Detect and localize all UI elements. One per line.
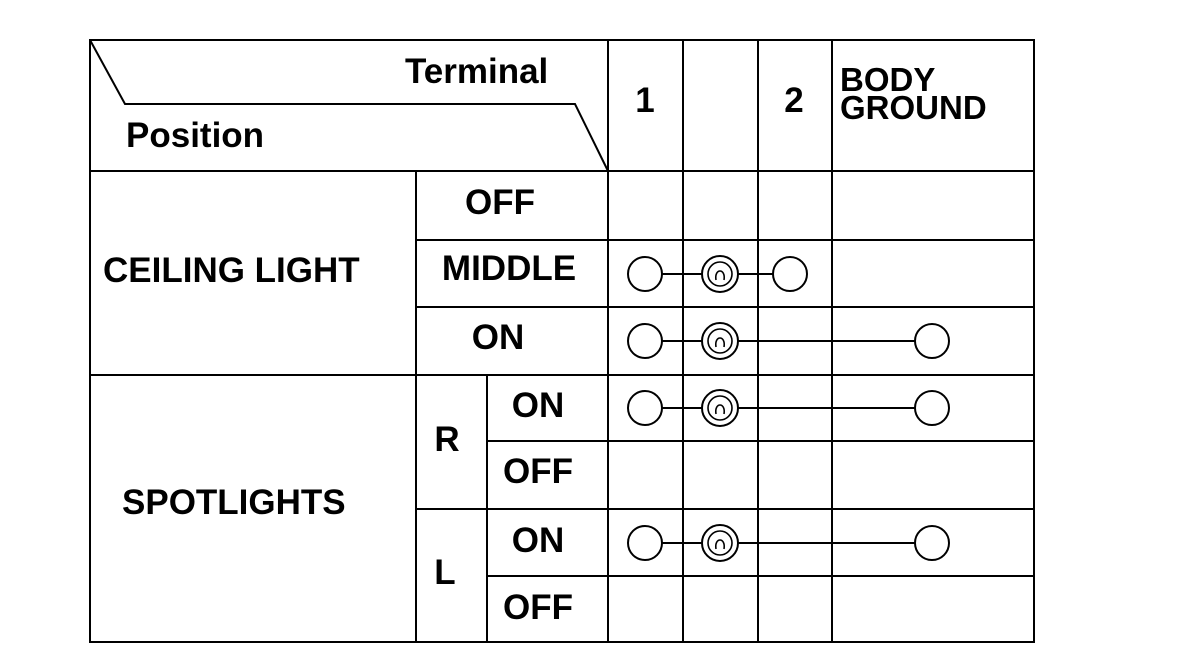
bulb-icon: [701, 322, 739, 360]
side-label-r: R: [434, 420, 460, 459]
position-ceiling-off: OFF: [465, 183, 535, 222]
terminal-circle-icon: [627, 323, 663, 359]
position-r-off: OFF: [503, 452, 573, 491]
table-grid: [89, 39, 1035, 643]
terminal-circle-icon: [627, 256, 663, 292]
bulb-icon: [701, 255, 739, 293]
position-ceiling-on: ON: [471, 318, 525, 357]
bulb-icon: [701, 389, 739, 427]
position-ceiling-middle: MIDDLE: [441, 249, 577, 288]
bulb-icon: [701, 524, 739, 562]
terminal-circle-icon: [627, 390, 663, 426]
terminal-circle-icon: [627, 525, 663, 561]
group-label-ceiling-light: CEILING LIGHT: [103, 251, 360, 290]
position-r-on: ON: [511, 386, 565, 425]
position-l-on: ON: [511, 521, 565, 560]
terminal-body-ground-label: BODY GROUND: [840, 61, 987, 126]
side-label-l: L: [434, 553, 456, 592]
connections: [627, 255, 950, 562]
table-border: [89, 39, 1035, 643]
header-diagonal: [89, 39, 609, 172]
position-l-off: OFF: [503, 588, 573, 627]
terminal-circle-icon: [914, 525, 950, 561]
terminal-circle-icon: [914, 390, 950, 426]
terminal-circle-icon: [914, 323, 950, 359]
terminal-header-label: Terminal: [405, 52, 549, 91]
terminal-circle-icon: [772, 256, 808, 292]
terminal-2-label: 2: [784, 81, 804, 120]
terminal-1-label: 1: [635, 81, 655, 120]
position-header-label: Position: [126, 116, 265, 155]
group-label-spotlights: SPOTLIGHTS: [122, 483, 346, 522]
